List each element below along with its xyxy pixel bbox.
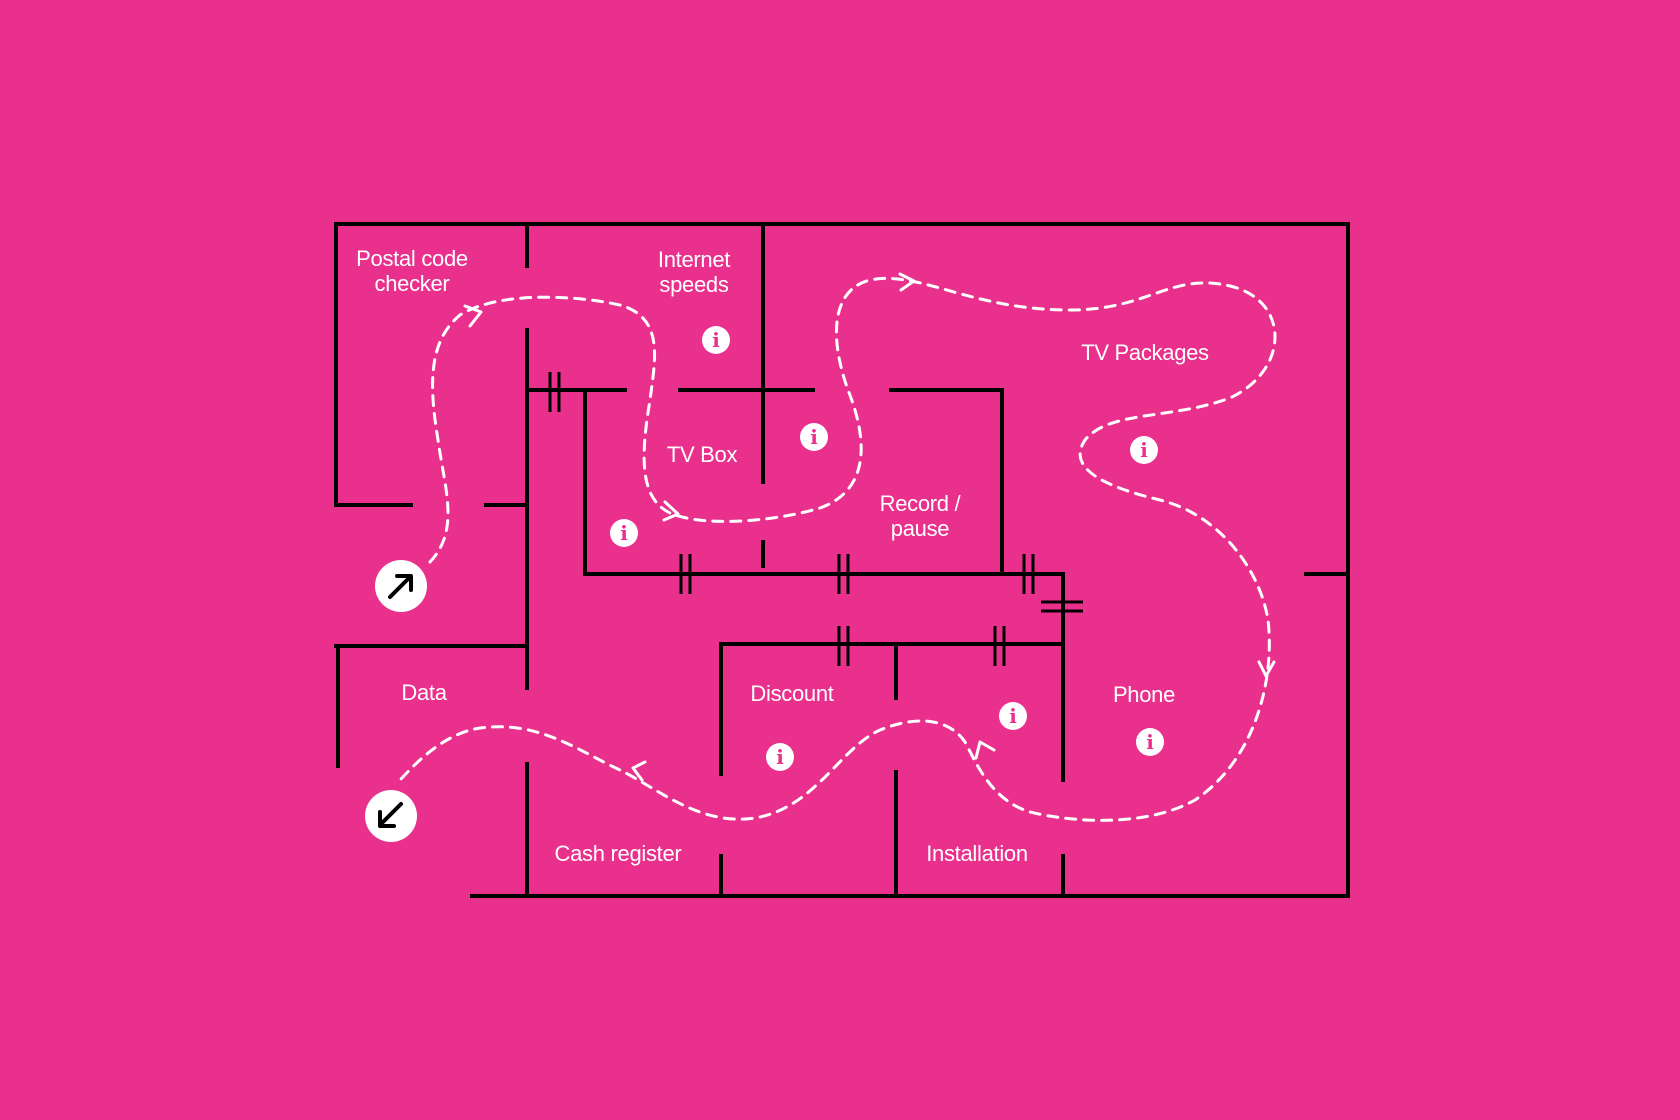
start-button[interactable] [375, 560, 427, 612]
wall-record-top [889, 388, 1004, 576]
tv-box-text: TV Box [666, 442, 738, 467]
room-label-discount: Discount [732, 681, 852, 706]
info-icon-installation[interactable]: i [999, 702, 1027, 730]
tv-packages-text: TV Packages [1081, 340, 1209, 365]
info-icon-internet-speeds[interactable]: i [702, 326, 730, 354]
room-label-data: Data [384, 680, 464, 705]
room-label-tv-box: TV Box [652, 442, 752, 467]
arrowhead-3 [898, 272, 916, 292]
info-icon-discount[interactable]: i [766, 743, 794, 771]
wall-discount-box [719, 642, 1065, 782]
doors [548, 372, 1083, 666]
arrowhead-4 [1257, 660, 1276, 678]
info-icon-tv-box[interactable]: i [610, 519, 638, 547]
record-line-1: Record / [879, 491, 961, 516]
arrowhead-1 [463, 304, 483, 328]
arrow-up-right-icon [388, 574, 413, 599]
door-5 [1041, 600, 1083, 613]
room-label-cash-register: Cash register [548, 841, 688, 866]
postal-line-2: checker [374, 271, 450, 296]
room-label-postal-code-checker: Postal code checker [342, 246, 482, 296]
arrowhead-6 [631, 760, 647, 782]
arrowhead-2 [662, 500, 680, 522]
route-arrowheads [463, 272, 1276, 782]
record-line-2: pause [890, 516, 950, 541]
arrowhead-5 [974, 740, 996, 760]
room-label-record-pause: Record / pause [860, 491, 980, 541]
route-segment-1 [398, 276, 1277, 822]
wall-tvbox-bottom [583, 572, 1065, 648]
internet-line-1: Internet [657, 247, 731, 272]
installation-text: Installation [926, 841, 1028, 866]
end-button[interactable] [365, 790, 417, 842]
room-label-internet-speeds: Internet speeds [634, 247, 754, 297]
info-icon-phone[interactable]: i [1136, 728, 1164, 756]
cash-register-text: Cash register [554, 841, 682, 866]
info-icon-tv-packages[interactable]: i [1130, 436, 1158, 464]
phone-text: Phone [1112, 682, 1176, 707]
info-icon-record-pause[interactable]: i [800, 423, 828, 451]
data-text: Data [401, 680, 447, 705]
door-3 [837, 554, 850, 594]
outer-wall-top [334, 222, 1350, 898]
internet-line-2: speeds [659, 272, 729, 297]
maze-walls [334, 222, 1350, 898]
route-path [398, 276, 1277, 822]
door-2 [679, 554, 692, 594]
door-6 [837, 626, 850, 666]
room-label-phone: Phone [1104, 682, 1184, 707]
discount-text: Discount [750, 681, 834, 706]
postal-line-1: Postal code [356, 246, 468, 271]
door-1 [548, 372, 561, 412]
room-label-tv-packages: TV Packages [1065, 340, 1225, 365]
arrow-down-left-icon [378, 802, 403, 828]
door-7 [993, 626, 1006, 666]
room-label-installation: Installation [917, 841, 1037, 866]
door-4 [1022, 554, 1035, 594]
